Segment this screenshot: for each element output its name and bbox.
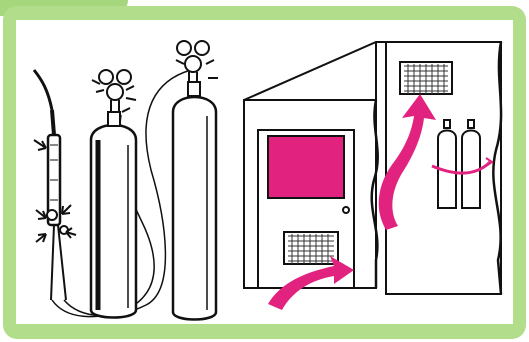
illustration-canvas: [16, 20, 513, 324]
gas-equipment-illustration: [34, 41, 218, 320]
cylinder-icon: [91, 112, 136, 318]
cylinder-icon: [438, 120, 480, 208]
storage-room-illustration: [244, 42, 501, 294]
vent-icon: [284, 232, 338, 264]
cylinder-icon: [173, 82, 216, 320]
vent-icon: [400, 62, 452, 94]
torch-icon: [34, 70, 68, 300]
gauge-icon: [177, 41, 209, 82]
